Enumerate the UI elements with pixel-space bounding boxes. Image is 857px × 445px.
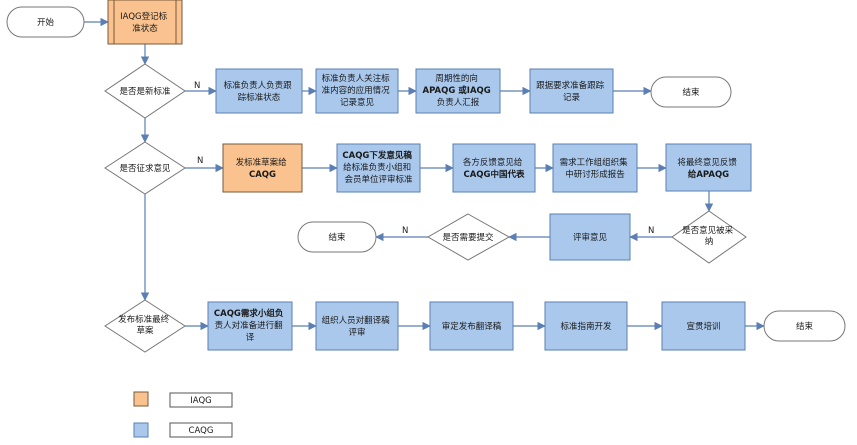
legend-box-caqg — [169, 422, 233, 438]
edge-label-isnew-n: N — [194, 81, 200, 91]
edge-label-needsubmit-n: N — [402, 226, 408, 236]
edge-label-issolicit-n: N — [197, 156, 203, 166]
legend-swatch-caqg — [133, 422, 149, 438]
report-label-2: APAQG 或IAQG — [423, 85, 491, 96]
report-node: 周期性的向 APAQG 或IAQG 负责人汇报 — [415, 68, 501, 114]
discuss-label-2: 中研讨形成报告 — [565, 169, 625, 180]
report-label-3: 负责人汇报 — [437, 97, 480, 108]
publish-final-label-1: 发布标准最终 — [118, 314, 170, 325]
svg-text:需求工作组组织集 中研讨形成报告: 需求工作组组织集 中研讨形成报告 — [560, 157, 631, 180]
svg-text:标准负责人负责跟 踪标准状态: 标准负责人负责跟 踪标准状态 — [224, 80, 295, 103]
end1-label: 结束 — [682, 87, 700, 98]
svg-text:周期性的向 APAQG 或IAQG: 周期性的向 APAQG 或IAQG 负责人汇报 — [423, 73, 494, 108]
svg-text:发标准草案给 CAQG: 发标准草案给 CAQG — [236, 157, 290, 180]
end1-node: 结束 — [650, 76, 732, 108]
is-solicit-label: 是否征求意见 — [119, 163, 171, 174]
feedback-label-1: 各方反馈意见给 — [463, 157, 523, 168]
distribute-label-2: 给标准负责小组和 — [343, 162, 411, 173]
is-new-decision: 是否是新标准 — [104, 63, 186, 119]
approve-node: 审定发布翻译稿 — [429, 301, 514, 351]
translate-label-2: 责人对准备进行翻 — [215, 320, 283, 331]
send-draft-label-2: CAQG — [249, 170, 276, 180]
end3-node: 结束 — [763, 310, 846, 342]
record-label-2: 准内容的应用情况 — [322, 85, 391, 96]
svg-text:各方反馈意见给 CAQG中国代表: 各方反馈意见给 CAQG中国代表 — [463, 157, 525, 180]
final-opinion-label-1: 将最终意见反馈 — [677, 157, 737, 168]
translate-review-label-2: 评审 — [348, 327, 365, 338]
edge-label-isadopted-n: N — [648, 226, 654, 236]
end2-node: 结束 — [297, 221, 377, 253]
record-label-3: 记录意见 — [340, 97, 375, 108]
svg-text:跟据要求准备跟踪 记录: 跟据要求准备跟踪 记录 — [536, 80, 607, 103]
register-node: IAQG登记标 准状态 — [107, 0, 183, 45]
need-submit-label: 是否需要提交 — [442, 232, 494, 243]
is-solicit-decision: 是否征求意见 — [104, 141, 186, 195]
svg-text:标准负责人关注标 准内容的应用情况: 标准负责人关注标 准内容的应用情况 记录意见 — [322, 73, 393, 108]
svg-text:CAQG下发意见稿 给标准负责小组和: CAQG下发意见稿 给标准负责小组和 会员单位评审标准 — [342, 150, 414, 185]
discuss-node: 需求工作组组织集 中研讨形成报告 — [552, 143, 638, 193]
distribute-label-3: 会员单位评审标准 — [344, 174, 413, 185]
translate-node: CAQG需求小组负 责人对准备进行翻 译 — [207, 301, 293, 351]
training-node: 宣贯培训 — [661, 301, 746, 351]
is-adopted-decision: 是否意见被采 纳 — [671, 210, 747, 264]
record-label-1: 标准负责人关注标 — [322, 73, 391, 84]
guide-node: 标准指南开发 — [544, 301, 628, 351]
report-label-1: 周期性的向 — [435, 73, 478, 84]
approve-label: 审定发布翻译稿 — [442, 321, 502, 332]
review-label: 评审意见 — [573, 232, 608, 243]
legend: IAQG CAQG — [133, 391, 233, 438]
start-label: 开始 — [37, 17, 55, 28]
feedback-node: 各方反馈意见给 CAQG中国代表 — [452, 143, 536, 193]
review-node: 评审意见 — [549, 213, 631, 261]
prepare-label-2: 记录 — [563, 93, 581, 103]
record-node: 标准负责人关注标 准内容的应用情况 记录意见 — [315, 68, 399, 114]
is-new-label: 是否是新标准 — [119, 86, 171, 97]
publish-final-decision: 发布标准最终 草案 — [104, 299, 186, 353]
translate-review-node: 组织人员对翻译稿 评审 — [315, 301, 399, 351]
translate-label-1: CAQG需求小组负 — [214, 308, 284, 319]
guide-label: 标准指南开发 — [560, 321, 612, 332]
distribute-node: CAQG下发意见稿 给标准负责小组和 会员单位评审标准 — [336, 143, 421, 193]
translate-label-3: 译 — [246, 333, 255, 343]
is-adopted-label-2: 纳 — [705, 236, 714, 247]
svg-text:CAQG需求小组负 责人对准备进行翻: CAQG需求小组负 责人对准备进行翻 译 — [214, 308, 286, 343]
final-opinion-label-2: 给APAQG — [688, 169, 729, 180]
legend-box-iaqg — [169, 392, 233, 408]
training-label: 宣贯培训 — [686, 321, 720, 332]
track-node: 标准负责人负责跟 踪标准状态 — [215, 68, 303, 114]
end2-label: 结束 — [328, 232, 346, 243]
end3-label: 结束 — [796, 321, 814, 332]
svg-text:组织人员对翻译稿 评审: 组织人员对翻译稿 评审 — [322, 315, 393, 338]
need-submit-decision: 是否需要提交 — [426, 213, 511, 261]
translate-review-label-1: 组织人员对翻译稿 — [322, 315, 391, 326]
legend-swatch-iaqg — [133, 391, 149, 407]
prepare-label-1: 跟据要求准备跟踪 — [536, 80, 605, 91]
prepare-node: 跟据要求准备跟踪 记录 — [529, 68, 614, 114]
send-draft-label-1: 发标准草案给 — [236, 157, 288, 168]
track-label-1: 标准负责人负责跟 — [224, 80, 293, 91]
start-node: 开始 — [6, 6, 85, 38]
svg-text:是否意见被采 纳: 是否意见被采 纳 — [682, 225, 736, 247]
legend-label-caqg: CAQG — [189, 426, 214, 436]
is-adopted-label-1: 是否意见被采 — [682, 225, 734, 236]
distribute-label-1: CAQG下发意见稿 — [342, 150, 412, 161]
feedback-label-2: CAQG中国代表 — [463, 169, 525, 180]
final-opinion-node: 将最终意见反馈 给APAQG — [665, 143, 752, 192]
discuss-label-1: 需求工作组组织集 — [560, 157, 629, 168]
legend-label-iaqg: IAQG — [190, 396, 211, 406]
register-label-1: IAQG登记标 — [120, 11, 167, 22]
svg-text:将最终意见反馈 给APAQG: 将最终意见反馈 给APAQG — [677, 157, 739, 180]
svg-text:发布标准最终 草案: 发布标准最终 草案 — [118, 314, 172, 336]
publish-final-label-2: 草案 — [136, 325, 154, 336]
send-draft-node: 发标准草案给 CAQG — [222, 143, 303, 193]
register-label-2: 准状态 — [132, 23, 158, 34]
svg-text:IAQG登记标 准状态: IAQG登记标 准状态 — [120, 11, 170, 34]
edges — [84, 17, 765, 331]
track-label-2: 踪标准状态 — [238, 92, 281, 103]
